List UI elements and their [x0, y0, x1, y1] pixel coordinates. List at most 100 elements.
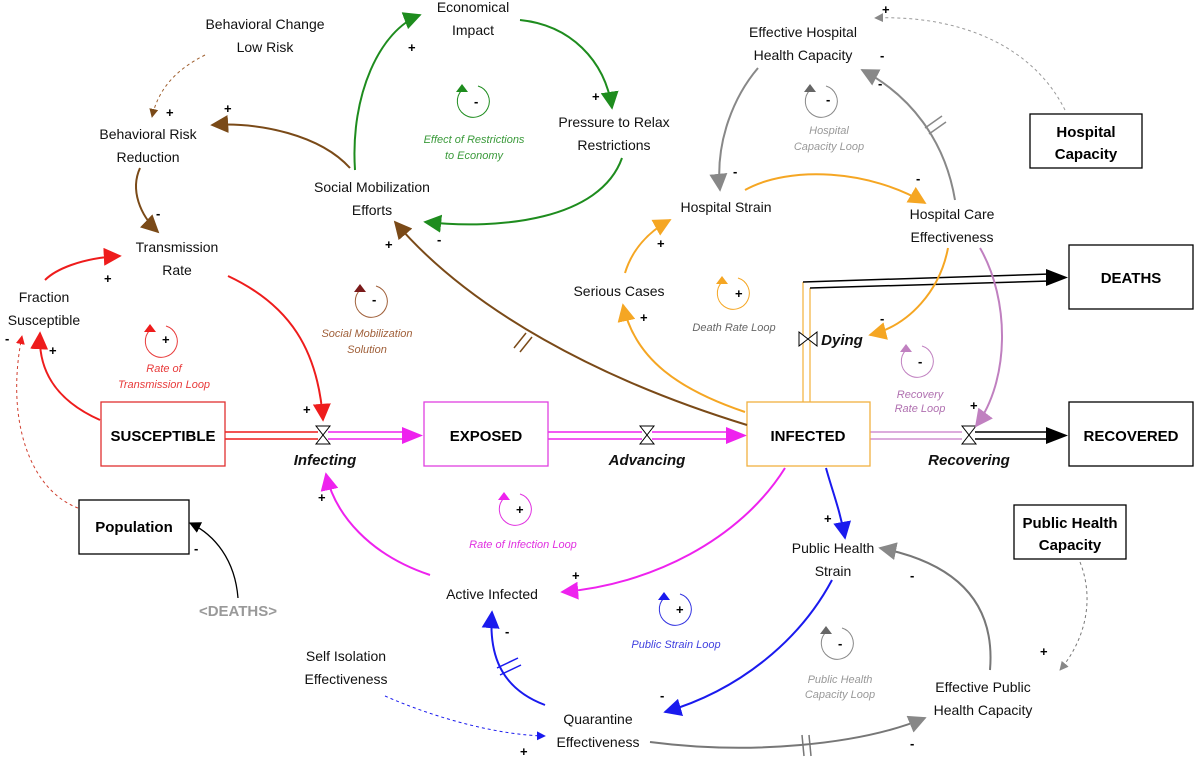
var-economical-impact[interactable]: Economical Impact [437, 0, 509, 38]
rate-dying: Dying [821, 332, 863, 349]
loop-hospital-capacity: - Hospital Capacity Loop [794, 84, 864, 153]
eph-line-1: Effective Public [935, 679, 1030, 695]
polarity-sign: - [880, 311, 884, 326]
polarity-sign: - [733, 164, 737, 179]
var-active-infected[interactable]: Active Infected [446, 586, 538, 602]
quarantine-line-1: Quarantine [563, 711, 632, 727]
link-quarantine-to-active [481, 610, 546, 706]
loop-label-line-2: to Economy [445, 150, 505, 162]
link-quarantine-to-eph [649, 715, 927, 749]
loop-label-line-1: Recovery [897, 389, 945, 401]
infected-label: INFECTED [771, 428, 846, 445]
loop-sign: - [918, 354, 922, 369]
link-care-to-recovering [974, 247, 1003, 428]
var-fraction-susceptible[interactable]: Fraction Susceptible [8, 289, 81, 328]
loop-sign: - [826, 92, 830, 107]
var-pressure-relax[interactable]: Pressure to Relax Restrictions [558, 114, 669, 153]
ph-strain-line-1: Public Health [792, 540, 875, 556]
link-change-to-behavioral [149, 54, 206, 118]
var-hospital-care[interactable]: Hospital Care Effectiveness [910, 206, 995, 245]
var-behavioral-change[interactable]: Behavioral Change Low Risk [205, 16, 324, 55]
fraction-line-1: Fraction [19, 289, 70, 305]
loop-rate-transmission: + Rate of Transmission Loop [118, 324, 210, 391]
var-deaths-shadow[interactable]: <DEATHS> [199, 603, 277, 620]
var-social-mobilization[interactable]: Social Mobilization Efforts [314, 179, 430, 218]
transmission-line-1: Transmission [136, 239, 219, 255]
var-transmission-rate[interactable]: Transmission Rate [136, 239, 219, 278]
var-effective-public-health[interactable]: Effective Public Health Capacity [934, 679, 1033, 718]
loop-public-strain: + Public Strain Loop [631, 592, 721, 651]
polarity-sign: + [520, 744, 528, 759]
hospital-capacity-label-1: Hospital [1056, 124, 1115, 141]
polarity-sign: - [505, 624, 509, 639]
hospital-care-line-2: Effectiveness [910, 229, 993, 245]
link-fraction-to-transmission [44, 247, 122, 281]
loop-label-line-2: Capacity Loop [805, 689, 875, 701]
loop-sign: - [372, 292, 376, 307]
loop-death-rate: + Death Rate Loop [692, 276, 776, 334]
polarity-sign: + [970, 398, 978, 413]
link-pressure-to-social [423, 157, 623, 233]
polarity-sign: - [910, 736, 914, 751]
link-infected-to-serious [617, 303, 746, 413]
var-public-health-strain[interactable]: Public Health Strain [792, 540, 875, 579]
var-effective-hospital[interactable]: Effective Hospital Health Capacity [749, 24, 857, 63]
quarantine-line-2: Effectiveness [556, 734, 639, 750]
polarity-sign: + [224, 101, 232, 116]
loop-effect-restrictions: - Effect of Restrictions to Economy [424, 84, 525, 162]
hospital-care-line-1: Hospital Care [910, 206, 995, 222]
polarity-sign: - [156, 206, 160, 221]
hospital-capacity-label-2: Capacity [1055, 146, 1118, 163]
link-population-to-fraction [15, 335, 79, 509]
recovered-label: RECOVERED [1083, 428, 1178, 445]
self-isolation-line-2: Effectiveness [304, 671, 387, 687]
valve-dying [798, 330, 818, 348]
var-behavioral-risk-reduction[interactable]: Behavioral Risk Reduction [99, 126, 197, 165]
loop-label-line-1: Effect of Restrictions [424, 134, 525, 146]
loop-social-mobilization-solution: - Social Mobilization Solution [321, 284, 413, 356]
var-self-isolation[interactable]: Self Isolation Effectiveness [304, 648, 387, 687]
var-hospital-strain[interactable]: Hospital Strain [680, 199, 771, 215]
var-serious-cases[interactable]: Serious Cases [573, 283, 664, 299]
polarity-sign: + [657, 236, 665, 251]
pressure-line-1: Pressure to Relax [558, 114, 669, 130]
loop-label-line-1: Death Rate Loop [692, 322, 775, 334]
deaths-label: DEATHS [1101, 270, 1162, 287]
link-deaths-to-population [188, 522, 239, 599]
loop-sign: - [474, 94, 478, 109]
link-active-to-infecting [320, 472, 431, 576]
polarity-sign: + [49, 343, 57, 358]
stock-exposed[interactable]: EXPOSED [423, 401, 549, 467]
self-isolation-line-1: Self Isolation [306, 648, 386, 664]
stock-susceptible[interactable]: SUSCEPTIBLE [100, 401, 226, 467]
ph-strain-line-2: Strain [815, 563, 852, 579]
polarity-sign: - [194, 541, 198, 556]
economical-line-2: Impact [452, 22, 494, 38]
stock-public-health-capacity[interactable]: Public Health Capacity [1013, 504, 1127, 560]
link-susceptible-to-fraction [30, 331, 101, 421]
economical-line-1: Economical [437, 0, 509, 15]
link-ph-strain-to-quarantine [663, 579, 833, 717]
loop-label-line-2: Transmission Loop [118, 379, 210, 391]
stock-deaths[interactable]: DEATHS [1068, 244, 1194, 310]
loop-label-line-1: Public Strain Loop [631, 639, 720, 651]
loop-label-line-2: Solution [347, 344, 387, 356]
loop-sign: + [676, 602, 684, 617]
polarity-sign: - [437, 232, 441, 247]
polarity-sign: - [878, 76, 882, 91]
stock-infected[interactable]: INFECTED [746, 401, 871, 467]
stock-population[interactable]: Population [78, 499, 190, 555]
link-serious-to-strain [624, 219, 672, 274]
pressure-line-2: Restrictions [577, 137, 650, 153]
valve-recovering [960, 425, 978, 445]
var-quarantine[interactable]: Quarantine Effectiveness [556, 711, 639, 750]
loop-label-line-1: Rate of Infection Loop [469, 539, 577, 551]
effective-hospital-line-2: Health Capacity [754, 47, 853, 63]
polarity-sign: + [166, 105, 174, 120]
fraction-line-2: Susceptible [8, 312, 81, 328]
loop-label-line-1: Public Health [808, 674, 873, 686]
behavioral-risk-line-2: Reduction [116, 149, 179, 165]
stock-recovered[interactable]: RECOVERED [1068, 401, 1194, 467]
stock-hospital-capacity[interactable]: Hospital Capacity [1029, 113, 1143, 169]
